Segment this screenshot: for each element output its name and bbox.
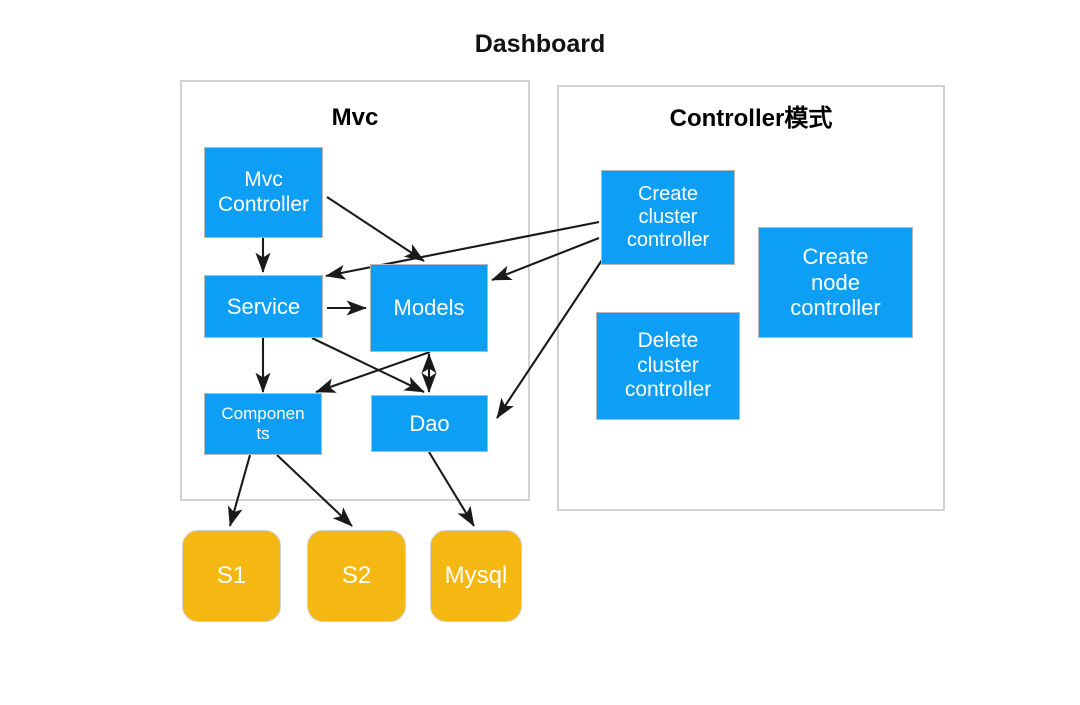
node-s1[interactable]: S1 — [182, 530, 281, 622]
panel-controller-title: Controller模式 — [669, 105, 833, 132]
node-service[interactable]: Service — [204, 275, 323, 338]
node-service-label: Service — [226, 293, 301, 319]
panel-mvc-title: Mvc — [331, 104, 379, 131]
node-s1-label: S1 — [216, 562, 247, 590]
node-mysql-label: Mysql — [444, 562, 508, 590]
node-dao[interactable]: Dao — [371, 395, 488, 452]
node-s2[interactable]: S2 — [307, 530, 406, 622]
node-models[interactable]: Models — [370, 264, 488, 352]
diagram-title: Dashboard — [474, 30, 606, 58]
node-models-label: Models — [393, 295, 465, 321]
node-mysql[interactable]: Mysql — [430, 530, 522, 622]
node-s2-label: S2 — [341, 562, 372, 590]
node-dao-label: Dao — [409, 410, 450, 436]
